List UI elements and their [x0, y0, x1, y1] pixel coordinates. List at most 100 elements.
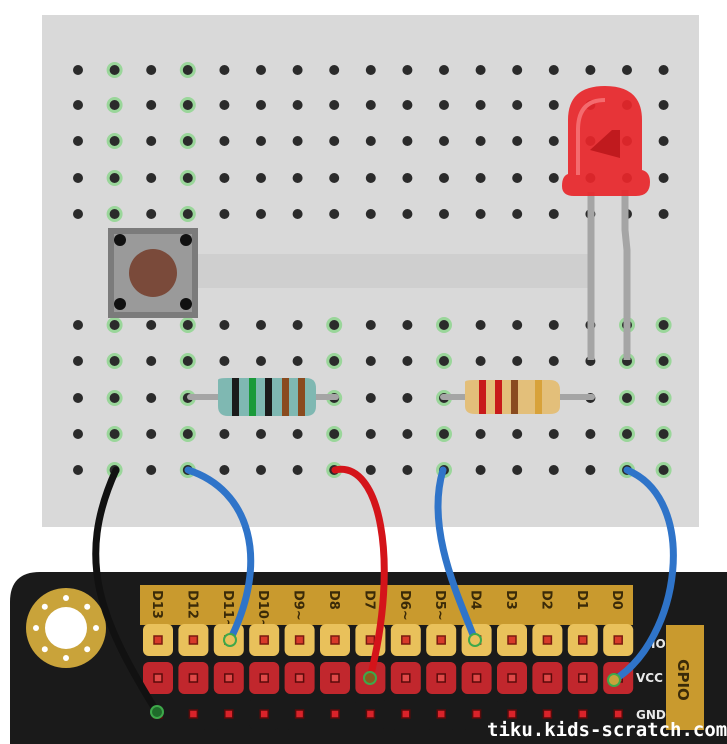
breadboard-hole-center: [292, 356, 303, 366]
pin-label: D0: [609, 590, 624, 610]
breadboard-hole-center: [256, 320, 266, 330]
pin-label: D2: [538, 590, 553, 610]
breadboard-hole-center: [622, 393, 632, 403]
breadboard-hole-center: [219, 100, 230, 110]
breadboard-hole-center: [256, 465, 266, 475]
breadboard-hole-center: [73, 65, 83, 75]
breadboard-hole-center: [548, 465, 559, 475]
breadboard-hole-center: [219, 173, 230, 183]
pin-label: D1: [574, 590, 589, 610]
breadboard-hole-center: [475, 173, 486, 183]
row-label-vcc: VCC: [636, 671, 663, 685]
breadboard-hole-center: [109, 173, 120, 183]
wire-blue-d4: [434, 466, 479, 644]
wire-blue-d11: [184, 466, 255, 644]
pin-socket: [613, 635, 623, 645]
breadboard-hole-center: [219, 356, 230, 366]
breadboard-hole-center: [292, 173, 303, 183]
breadboard-hole-center: [585, 65, 596, 75]
pin-socket: [188, 635, 199, 645]
mounting-dot: [93, 625, 99, 631]
breadboard-hole-center: [475, 320, 486, 330]
breadboard-hole-center: [402, 100, 413, 110]
breadboard-hole-center: [475, 465, 486, 475]
mounting-dot: [63, 655, 69, 661]
breadboard-hole-center: [402, 320, 413, 330]
push-button-icon: [108, 228, 198, 318]
pin-label: D8: [326, 590, 341, 610]
breadboard-hole-center: [439, 209, 449, 219]
mounting-dot: [84, 646, 91, 653]
breadboard-hole-center: [658, 320, 669, 330]
breadboard-hole-center: [402, 465, 413, 475]
breadboard-hole-center: [622, 65, 632, 75]
breadboard-hole-center: [365, 136, 376, 146]
breadboard-hole-center: [146, 173, 157, 183]
pin-label: D5~: [432, 590, 447, 621]
breadboard-hole-center: [365, 356, 376, 366]
breadboard-hole-center: [658, 65, 669, 75]
breadboard-hole-center: [219, 465, 230, 475]
breadboard-hole-center: [73, 209, 83, 219]
pin-socket: [401, 709, 411, 719]
pin-socket: [365, 635, 376, 645]
pin-socket: [507, 673, 517, 683]
breadboard-hole-center: [329, 320, 340, 330]
breadboard-hole-center: [146, 65, 157, 75]
breadboard-hole-center: [292, 429, 303, 439]
breadboard-hole-center: [329, 429, 340, 439]
breadboard-hole-center: [146, 320, 157, 330]
pin-socket: [224, 673, 234, 683]
wires: [92, 465, 677, 716]
watermark: tiku.kids-scratch.com: [487, 719, 727, 741]
resistor-left-icon: [187, 378, 339, 416]
wire-red: [331, 465, 388, 682]
mounting-dot: [63, 595, 69, 601]
breadboard-hole-center: [109, 429, 120, 439]
breadboard-hole-center: [402, 393, 413, 403]
breadboard-hole-center: [109, 356, 120, 366]
breadboard-hole-center: [182, 429, 193, 439]
breadboard-hole-center: [658, 209, 669, 219]
breadboard-hole-center: [146, 465, 157, 475]
breadboard-hole-center: [365, 209, 376, 219]
pin-socket: [330, 673, 340, 683]
breadboard-hole-center: [73, 465, 83, 475]
pin-socket: [507, 709, 517, 719]
pin-socket: [507, 635, 517, 645]
breadboard-hole-center: [219, 320, 230, 330]
breadboard-hole-center: [585, 429, 596, 439]
breadboard-hole-center: [109, 209, 120, 219]
breadboard-hole-center: [512, 356, 523, 366]
breadboard-hole-center: [109, 393, 120, 403]
pin-socket: [578, 673, 588, 683]
mounting-dot: [33, 625, 39, 631]
breadboard-hole-center: [475, 429, 486, 439]
breadboard-hole-center: [548, 100, 559, 110]
pin-socket: [153, 673, 163, 683]
pin-label: D9~: [291, 590, 306, 621]
pin-label: D3: [503, 590, 518, 610]
breadboard-hole-center: [73, 320, 83, 330]
breadboard-hole-center: [512, 465, 523, 475]
breadboard-hole-center: [658, 136, 669, 146]
breadboard-hole-center: [329, 209, 340, 219]
breadboard-hole-center: [219, 429, 230, 439]
pin-label: D10~: [255, 590, 270, 630]
breadboard-hole-center: [365, 320, 376, 330]
pin-label: D7: [361, 590, 376, 610]
breadboard-hole-center: [402, 136, 413, 146]
breadboard-hole-center: [439, 320, 449, 330]
pin-socket: [578, 709, 588, 719]
breadboard-hole-center: [256, 356, 266, 366]
breadboard-hole-center: [182, 100, 193, 110]
breadboard-hole-center: [548, 429, 559, 439]
gpio-label: GPIO: [674, 659, 692, 701]
breadboard-hole-center: [146, 356, 157, 366]
pin-socket: [542, 635, 553, 645]
breadboard-hole-center: [585, 465, 596, 475]
breadboard-hole-center: [475, 356, 486, 366]
breadboard-hole-center: [658, 100, 669, 110]
breadboard-hole-center: [439, 429, 449, 439]
